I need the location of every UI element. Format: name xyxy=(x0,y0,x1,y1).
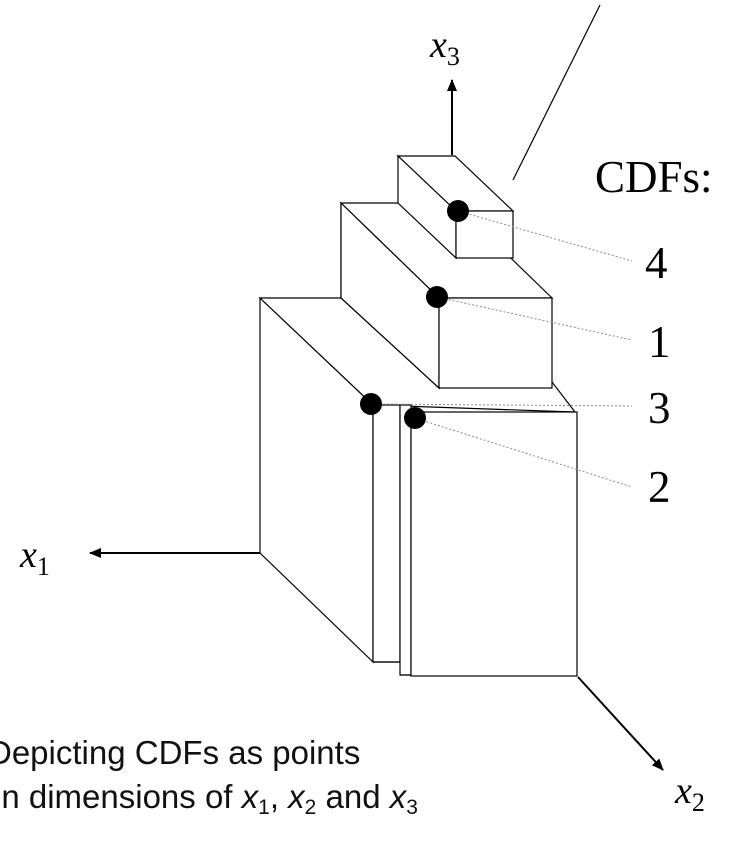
x2-axis xyxy=(577,676,664,771)
leader-line-1 xyxy=(436,296,633,341)
middle-box xyxy=(339,201,554,390)
leader-line-2 xyxy=(414,417,633,488)
cdfs-title: CDFs: xyxy=(595,152,713,202)
pointer-line xyxy=(512,4,601,181)
leader-line-3 xyxy=(370,403,633,407)
x2-axis-label: x2 xyxy=(674,770,705,817)
cdf-label-3: 3 xyxy=(648,383,671,433)
cdf-point-3 xyxy=(360,393,382,415)
cdf-point-4 xyxy=(447,200,469,222)
cdf-label-2: 2 xyxy=(648,462,671,512)
cdf-label-4: 4 xyxy=(645,238,668,288)
caption-line-1: Depicting CDFs as points xyxy=(0,734,361,771)
x3-axis-label: x3 xyxy=(429,24,460,71)
cdf-point-2 xyxy=(404,407,426,429)
cdf-point-1 xyxy=(426,286,448,308)
caption-line-2: in dimensions of x1, x2 and x3 xyxy=(0,778,418,819)
cdf-label-1: 1 xyxy=(648,317,671,367)
x1-axis-label: x1 xyxy=(19,534,50,581)
